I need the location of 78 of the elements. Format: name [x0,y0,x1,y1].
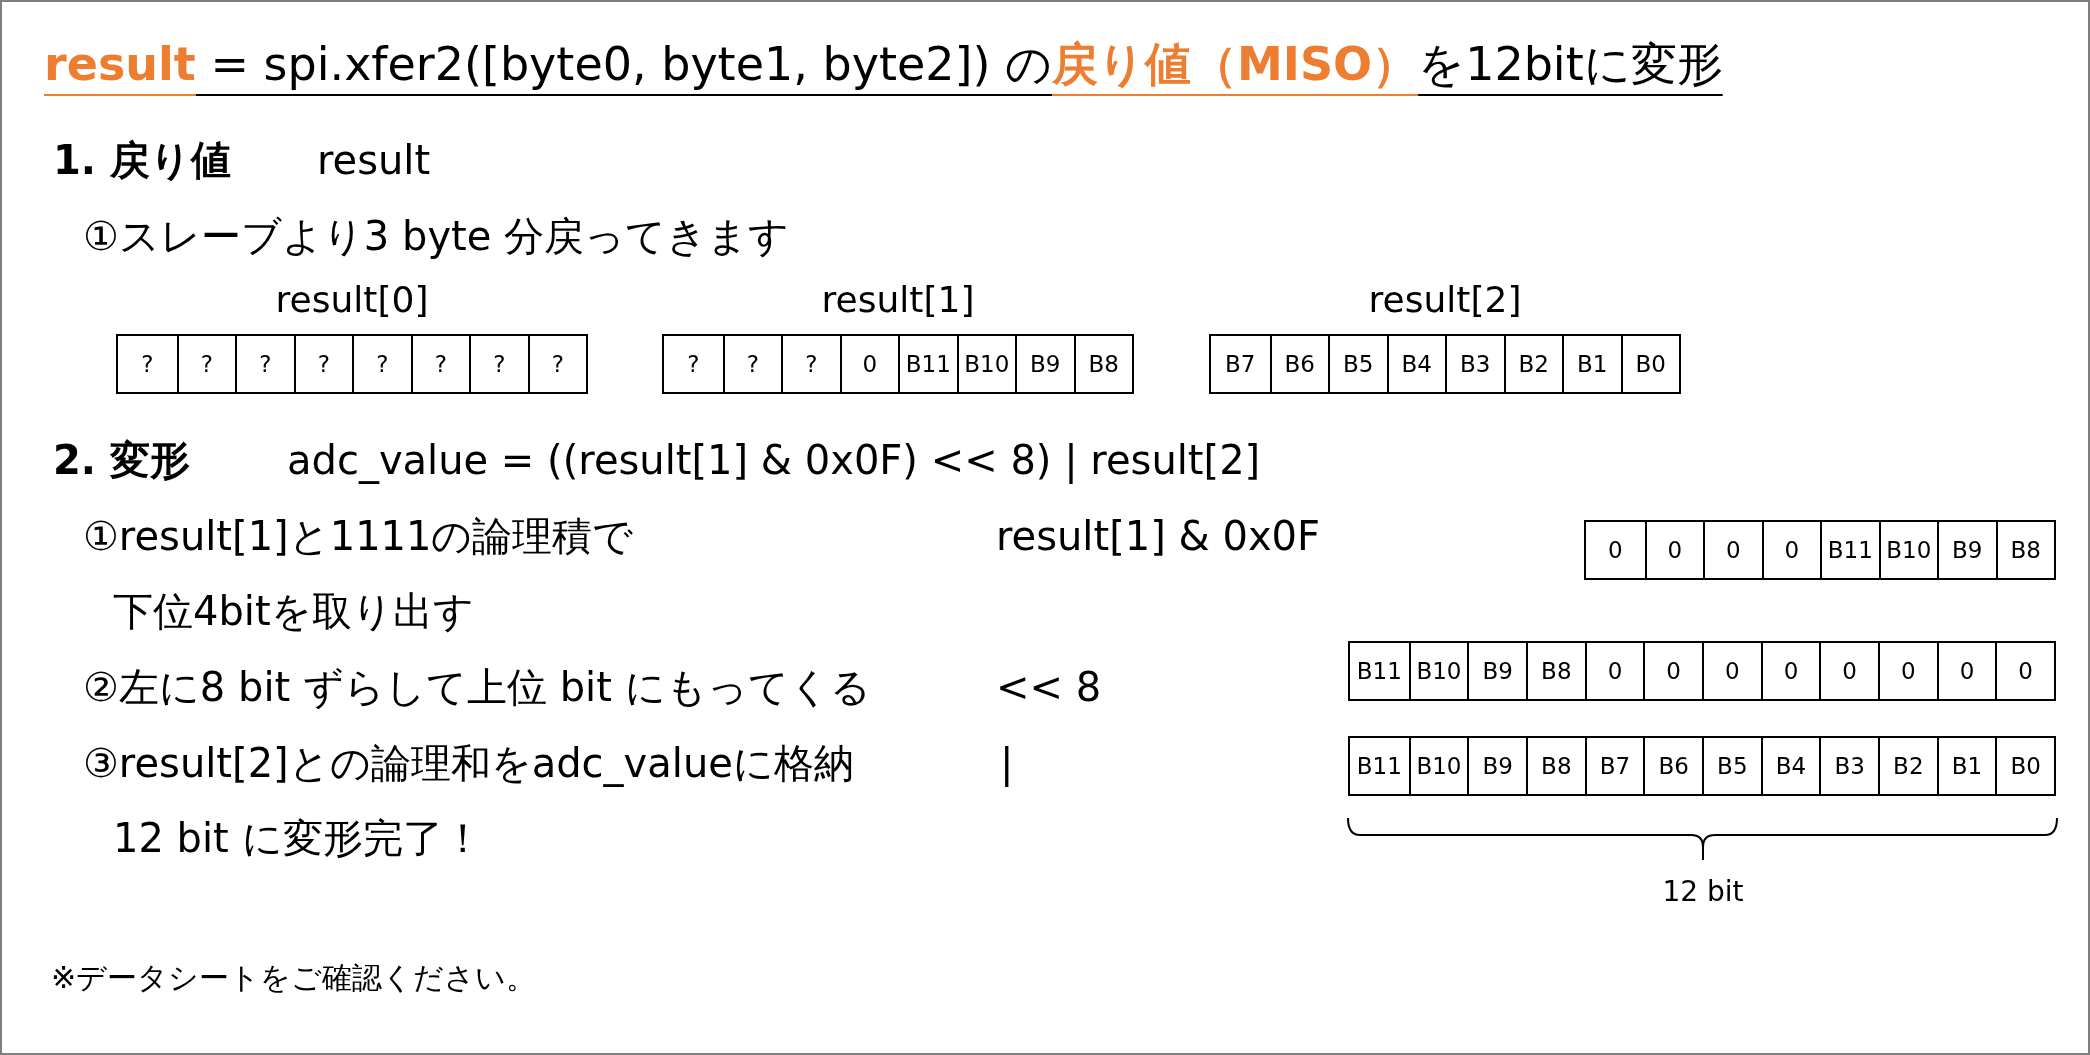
code-text: result [317,136,431,185]
bit-cell: 0 [1761,522,1820,578]
bit-cell: ? [527,336,586,392]
bit-cell: B8 [1995,522,2054,578]
bit-cell: ? [469,336,528,392]
bit-cell: B9 [1467,738,1526,794]
bit-cell: B9 [1467,643,1526,699]
bit-cell: B3 [1819,738,1878,794]
bit-cell: B6 [1269,336,1328,392]
bit-cell: ? [352,336,411,392]
bit-cell: 0 [1702,643,1761,699]
bit-cell: B7 [1584,738,1644,794]
bit-cell: ? [410,336,469,392]
step-text: 下位4bitを取り出す [113,587,474,636]
bracket-label: 12 bit [1662,874,1744,910]
bit-cell: B5 [1328,336,1387,392]
bit-cell: B10 [1408,643,1468,699]
register-box [1348,641,2056,701]
bit-cell: 0 [839,336,898,392]
section-heading: 2. 変形 [53,436,190,485]
bit-cell: ? [722,336,781,392]
bit-cell: B5 [1702,738,1761,794]
step-text: 12 bit に変形完了！ [113,814,483,863]
bit-cell: B10 [1408,738,1468,794]
bit-cell: B4 [1386,336,1445,392]
bit-cell: 0 [1703,522,1762,578]
bit-cell: B11 [1350,738,1409,794]
bit-cell: B8 [1526,643,1585,699]
bit-cell: 0 [1643,643,1702,699]
bit-cell: B9 [1937,522,1996,578]
bit-cell: ? [781,336,840,392]
register-label: result[2] [1367,278,1523,322]
code-text: result[1] & 0x0F [996,512,1321,561]
step-text: ①スレーブより3 byte 分戻ってきます [83,212,790,261]
code-text: << 8 [996,663,1102,712]
register-label: result[1] [820,278,976,322]
bit-cell: ? [235,336,294,392]
bit-cell: B10 [1878,522,1937,578]
register-label: result[0] [274,278,430,322]
bit-cell: 0 [1936,643,1996,699]
bit-cell: B11 [1820,522,1879,578]
bit-cell: B8 [1526,738,1585,794]
bit-cell: B10 [956,336,1015,392]
bit-cell: 0 [1760,643,1820,699]
bit-cell: B1 [1936,738,1996,794]
step-text: ③result[2]との論理和をadc_valueに格納 [83,739,854,789]
footnote: ※データシートをご確認ください。 [51,958,537,997]
code-text: adc_value = ((result[1] & 0x0F) << 8) | result[2] [287,436,1261,486]
title: result = spi.xfer2([byte0, byte1, byte2]) の戻り値（MISO）を12bitに変形 [44,36,1723,93]
bit-cell: B7 [1211,336,1270,392]
bit-cell: B1 [1562,336,1621,392]
bit-cell: 0 [1586,522,1645,578]
bit-cell: B2 [1878,738,1937,794]
bit-cell: B8 [1073,336,1132,392]
bit-cell: B6 [1643,738,1702,794]
code-text: | [1000,739,1014,789]
bit-cell: 0 [1819,643,1878,699]
bit-cell: B11 [1350,643,1409,699]
bit-cell: B3 [1445,336,1504,392]
section-heading: 1. 戻り値 [53,136,231,185]
step-text: ②左に8 bit ずらして上位 bit にもってくる [83,663,871,712]
bit-cell: 0 [1995,643,2054,699]
bit-cell: B4 [1760,738,1820,794]
bit-cell: 0 [1878,643,1937,699]
bit-cell: B9 [1015,336,1074,392]
bit-cell: ? [176,336,235,392]
bit-cell: B11 [898,336,957,392]
register-box [1348,736,2056,796]
bit-cell: 0 [1644,522,1703,578]
bit-cell: ? [118,336,177,392]
bit-cell: B0 [1995,738,2054,794]
bit-cell: ? [664,336,723,392]
register-box [1584,520,2056,580]
bit-cell: ? [293,336,352,392]
bit-cell: B0 [1620,336,1679,392]
bit-cell: 0 [1584,643,1644,699]
step-text: ①result[1]と1111の論理積で [83,512,634,561]
bit-cell: B2 [1503,336,1562,392]
